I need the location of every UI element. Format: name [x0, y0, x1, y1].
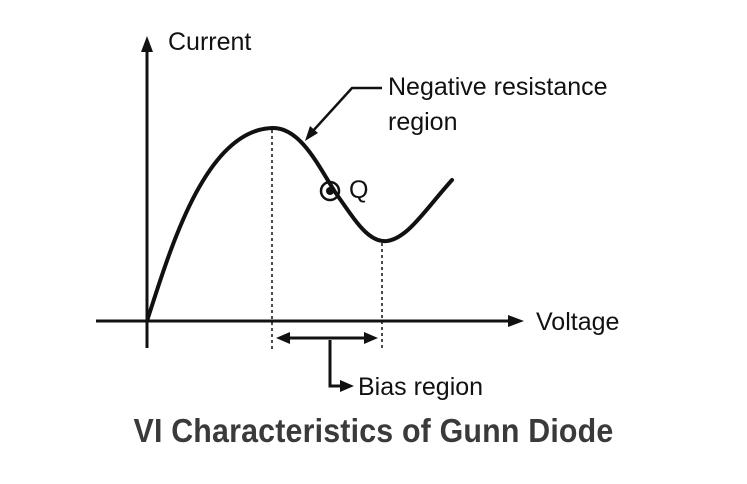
y-axis-arrowhead	[141, 36, 153, 52]
bias-region-leader-arrowhead	[340, 380, 354, 392]
vi-curve	[145, 125, 454, 323]
bias-region-arrowhead-right	[364, 332, 378, 344]
q-point-dot	[326, 187, 334, 195]
bias-region-arrowhead-left	[276, 332, 290, 344]
negative-resistance-pointer	[311, 86, 382, 133]
operating-point-label: Q	[349, 176, 368, 204]
x-axis-arrowhead	[508, 315, 524, 327]
negative-resistance-pointer-arrowhead	[305, 126, 318, 141]
y-axis-label: Current	[168, 28, 251, 56]
bias-region-leader	[328, 340, 342, 388]
negative-resistance-label-line1: Negative resistance	[388, 73, 608, 101]
bias-region-label: Bias region	[358, 373, 483, 401]
diagram-caption: VI Characteristics of Gunn Diode	[133, 412, 614, 449]
x-axis-label: Voltage	[536, 308, 619, 336]
q-point-ring	[319, 180, 341, 202]
negative-resistance-label-line2: region	[388, 108, 458, 136]
